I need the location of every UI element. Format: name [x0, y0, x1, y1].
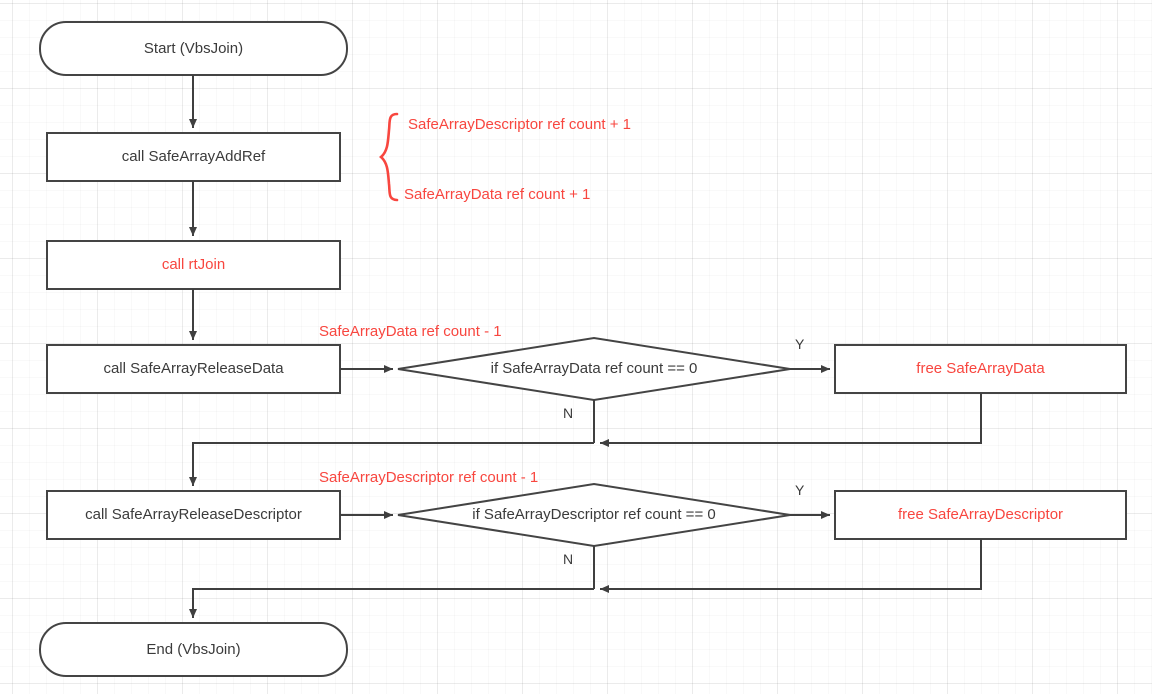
node-shape-start[interactable]	[39, 21, 348, 76]
node-shape-check-data[interactable]	[397, 336, 791, 402]
curly-brace-icon	[379, 112, 399, 202]
edge-free-descriptor-merge	[600, 539, 982, 593]
node-shape-release-data[interactable]	[46, 344, 341, 394]
annotation-descriptor-increment: SafeArrayDescriptor ref count + 1	[408, 116, 632, 133]
annotation-descriptor-decrement: SafeArrayDescriptor ref count - 1	[319, 469, 539, 486]
node-shape-free-descriptor[interactable]	[834, 490, 1127, 540]
node-shape-add-ref[interactable]	[46, 132, 341, 182]
edge-label-descriptor-no: N	[563, 551, 574, 567]
node-shape-end[interactable]	[39, 622, 348, 677]
annotation-data-decrement: SafeArrayData ref count - 1	[319, 323, 502, 340]
edge-merge-to-end	[189, 588, 594, 618]
edge-free-data-merge	[600, 393, 982, 447]
edge-merge-to-release-descriptor	[189, 442, 594, 486]
annotation-data-increment: SafeArrayData ref count + 1	[404, 186, 591, 203]
node-shape-check-descriptor[interactable]	[397, 482, 791, 548]
node-shape-free-data[interactable]	[834, 344, 1127, 394]
edge-label-descriptor-yes: Y	[795, 482, 805, 498]
node-shape-rt-join[interactable]	[46, 240, 341, 290]
node-shape-release-descriptor[interactable]	[46, 490, 341, 540]
edge-label-data-yes: Y	[795, 336, 805, 352]
edge-label-data-no: N	[563, 405, 574, 421]
